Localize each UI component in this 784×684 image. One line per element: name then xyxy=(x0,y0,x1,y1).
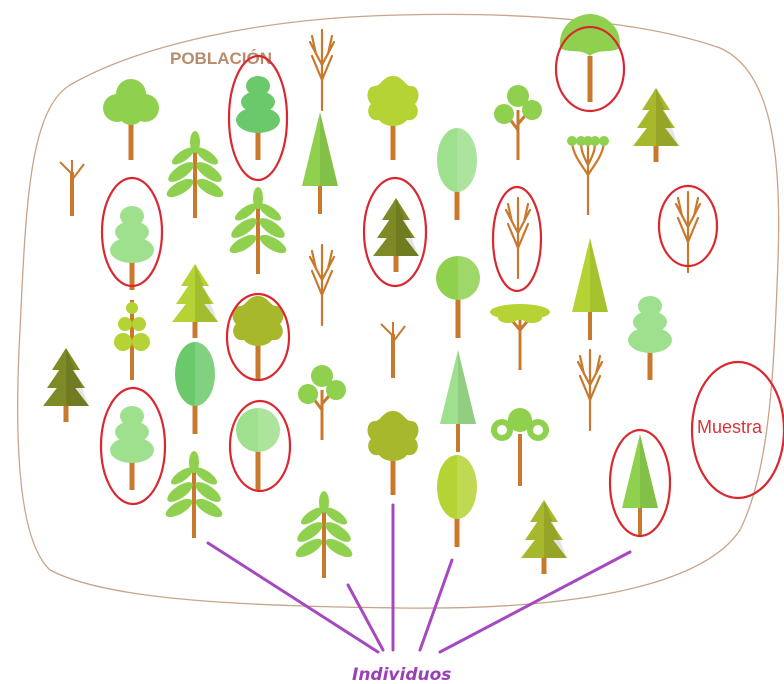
tree-icon xyxy=(172,264,218,338)
tree-icon xyxy=(103,79,159,160)
bare-tree-icon xyxy=(676,192,700,272)
tree-icon xyxy=(368,411,419,495)
tree-icon xyxy=(437,128,477,220)
tree-icon xyxy=(164,131,226,218)
tree-icon xyxy=(293,491,355,578)
bare-tree-icon xyxy=(310,30,334,110)
bare-tree-icon xyxy=(578,350,602,430)
tree-icon xyxy=(521,500,567,574)
bare-tree-icon xyxy=(310,245,334,325)
tree-icon xyxy=(227,187,289,274)
sample-label: Muestra xyxy=(697,417,763,437)
tree-icon xyxy=(175,342,215,434)
population-label: POBLACIÓN xyxy=(170,49,272,68)
tree-icon xyxy=(114,300,150,380)
tree-icon xyxy=(233,296,284,380)
tree-icon xyxy=(373,198,419,272)
tree-icon xyxy=(494,85,542,160)
tree-icon xyxy=(368,76,419,160)
tree-icon xyxy=(236,408,280,490)
tree-icon xyxy=(302,112,338,214)
tree-icon xyxy=(437,455,477,547)
tree-icon xyxy=(236,76,280,160)
tree-icon xyxy=(633,88,679,162)
bare-tree-icon xyxy=(506,198,530,278)
tree-icon xyxy=(298,365,346,440)
tree-icon xyxy=(491,408,549,486)
tree-icon xyxy=(628,296,672,380)
tree-icon xyxy=(572,238,608,340)
tree-icon xyxy=(46,140,98,216)
tree-icon xyxy=(490,304,550,370)
tree-icon xyxy=(163,451,225,538)
tree-icon xyxy=(440,350,476,452)
tree-icon xyxy=(110,406,154,490)
tree-icon xyxy=(436,256,480,338)
tree-icon xyxy=(567,136,609,215)
tree-icon xyxy=(43,348,89,422)
tree-icon xyxy=(367,302,419,378)
individuals-label: Individuos xyxy=(352,665,451,684)
individuals-pointers xyxy=(208,505,630,652)
tree-icon xyxy=(622,434,658,536)
